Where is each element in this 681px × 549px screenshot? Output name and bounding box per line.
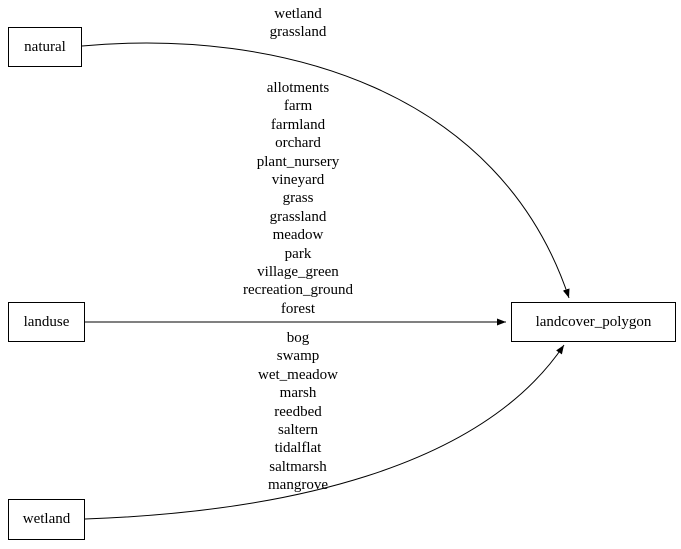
node-natural: natural <box>8 27 82 67</box>
edge-wetland-to-landcover <box>84 344 565 520</box>
edge-label-natural-values: wetland grassland <box>269 6 327 41</box>
edge-label-landuse-values: allotments farm farmland orchard plant_n… <box>243 80 353 317</box>
edge-natural-to-landcover <box>81 42 570 299</box>
node-landcover-polygon: landcover_polygon <box>511 302 676 342</box>
node-wetland: wetland <box>8 499 85 540</box>
node-natural-label: natural <box>24 38 66 55</box>
node-landuse-label: landuse <box>23 313 70 330</box>
node-landuse: landuse <box>8 302 85 342</box>
edge-label-wetland-values: bog swamp wet_meadow marsh reedbed salte… <box>258 330 338 494</box>
node-wetland-label: wetland <box>22 511 71 527</box>
node-landcover-polygon-label: landcover_polygon <box>535 313 652 330</box>
